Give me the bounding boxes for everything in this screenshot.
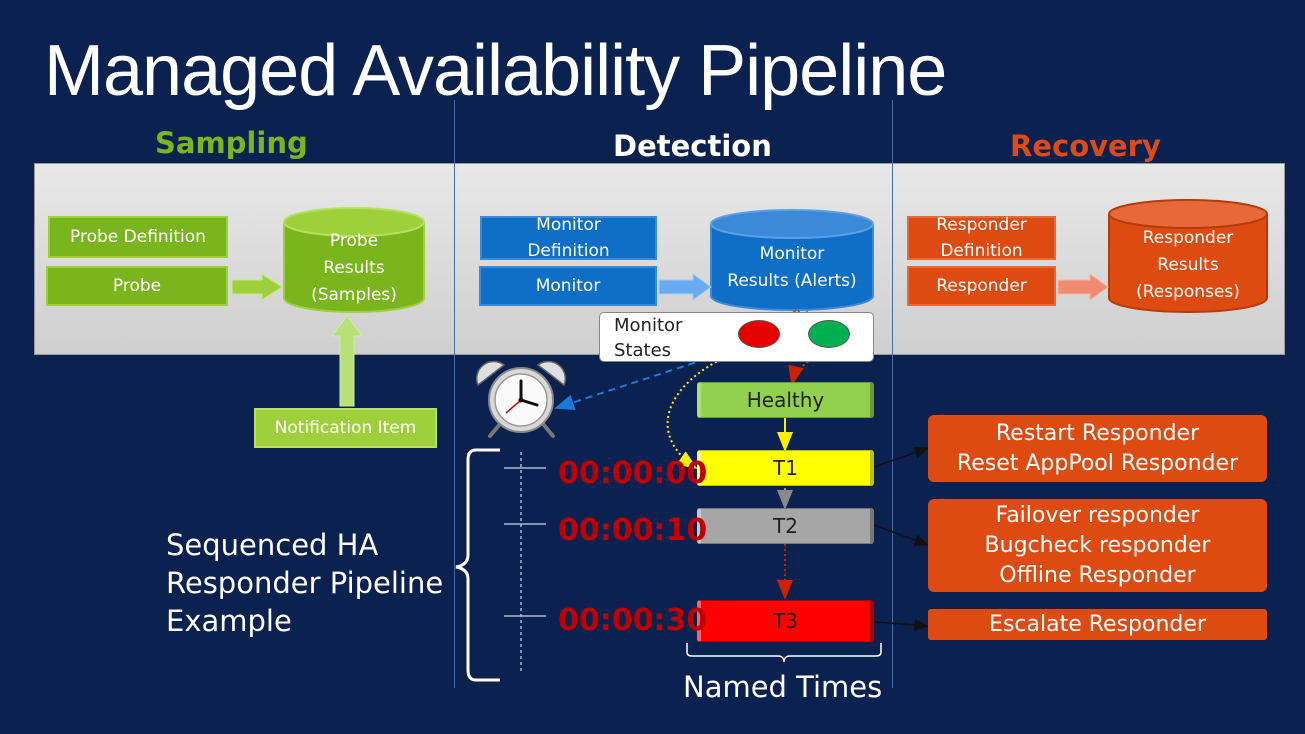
t2-to-responders-arrow xyxy=(873,524,930,546)
monitor-label: Monitor xyxy=(535,275,601,296)
probe-results-cylinder xyxy=(283,207,425,313)
t3-stage: T3 xyxy=(697,600,874,642)
responder-results-line-3: (Responses) xyxy=(1136,281,1240,302)
monitor-states-line-2: States xyxy=(614,340,672,361)
bugcheck-responder-label: Bugcheck responder xyxy=(984,532,1211,558)
monitor-results-line-1: Monitor xyxy=(759,244,825,264)
responder-definition-label-1: Responder xyxy=(936,215,1027,235)
monitor-box: Monitor xyxy=(479,266,657,306)
sequence-caption: Sequenced HA Responder Pipeline Example xyxy=(166,526,443,640)
responder-box: Responder xyxy=(907,266,1056,306)
alarm-clock-icon xyxy=(475,360,567,438)
probe-definition-box: Probe Definition xyxy=(48,216,228,258)
monitor-definition-label-1: Monitor xyxy=(536,215,601,235)
detection-heading: Detection xyxy=(613,129,772,163)
unhealthy-to-t1-line xyxy=(666,343,759,470)
time-t1: 00:00:00 xyxy=(558,456,708,491)
responder-definition-label-2: Definition xyxy=(940,241,1023,261)
notification-arrow xyxy=(331,315,363,407)
named-times-brace xyxy=(686,643,882,663)
monitor-results-line-2: Results (Alerts) xyxy=(727,271,857,291)
probe-results-line-2: Results xyxy=(323,257,385,278)
separator-left xyxy=(454,100,455,688)
probe-label: Probe xyxy=(112,275,162,296)
named-times-caption: Named Times xyxy=(683,670,883,704)
responder-group-2: Failover responder Bugcheck responder Of… xyxy=(928,499,1267,592)
notification-item-label: Notification Item xyxy=(274,417,417,438)
reset-apppool-responder-label: Reset AppPool Responder xyxy=(956,450,1239,476)
monitor-results-cylinder xyxy=(710,209,874,311)
escalate-responder-label: Escalate Responder xyxy=(989,611,1206,637)
time-t2: 00:00:10 xyxy=(558,513,708,548)
sampling-heading: Sampling xyxy=(155,126,308,160)
t2-label: T2 xyxy=(773,514,798,538)
probe-definition-label: Probe Definition xyxy=(70,226,206,247)
responder-results-cylinder xyxy=(1108,199,1268,313)
sequence-caption-line-2: Responder Pipeline xyxy=(166,566,444,600)
sequence-caption-line-1: Sequenced HA xyxy=(166,528,379,562)
responder-results-line-2: Results xyxy=(1157,254,1219,275)
t3-to-responders-arrow xyxy=(873,619,930,631)
failover-responder-label: Failover responder xyxy=(995,502,1200,528)
t2-stage: T2 xyxy=(697,508,874,544)
responder-group-3: Escalate Responder xyxy=(928,609,1267,640)
responder-label: Responder xyxy=(936,275,1027,296)
t1-label: T1 xyxy=(773,456,798,480)
probe-arrow xyxy=(231,273,283,301)
t1-stage: T1 xyxy=(697,450,874,486)
monitor-states-line-1: Monitor xyxy=(614,315,683,336)
sequence-brace xyxy=(455,448,500,682)
probe-box: Probe xyxy=(46,266,228,306)
monitor-arrow xyxy=(658,273,712,301)
healthy-state-dot xyxy=(808,320,850,348)
unhealthy-state-dot xyxy=(738,320,780,348)
separator-right xyxy=(892,100,893,688)
page-title: Managed Availability Pipeline xyxy=(44,31,947,111)
time-t3: 00:00:30 xyxy=(558,603,708,638)
recovery-heading: Recovery xyxy=(1010,129,1161,163)
probe-results-line-1: Probe xyxy=(329,230,379,251)
state-to-clock-line xyxy=(554,343,753,411)
probe-results-line-3: (Samples) xyxy=(311,284,397,305)
responder-arrow xyxy=(1057,273,1109,301)
responder-group-1: Restart Responder Reset AppPool Responde… xyxy=(928,415,1267,482)
sequence-caption-line-3: Example xyxy=(166,604,292,638)
t3-label: T3 xyxy=(773,609,798,633)
offline-responder-label: Offline Responder xyxy=(999,562,1196,588)
healthy-label: Healthy xyxy=(746,388,825,412)
monitor-definition-label-2: Definition xyxy=(527,241,610,261)
restart-responder-label: Restart Responder xyxy=(995,420,1200,446)
healthy-stage: Healthy xyxy=(697,382,874,418)
responder-results-line-1: Responder xyxy=(1142,227,1234,248)
t1-to-responders-arrow xyxy=(873,446,930,468)
notification-item-box: Notification Item xyxy=(254,408,437,448)
